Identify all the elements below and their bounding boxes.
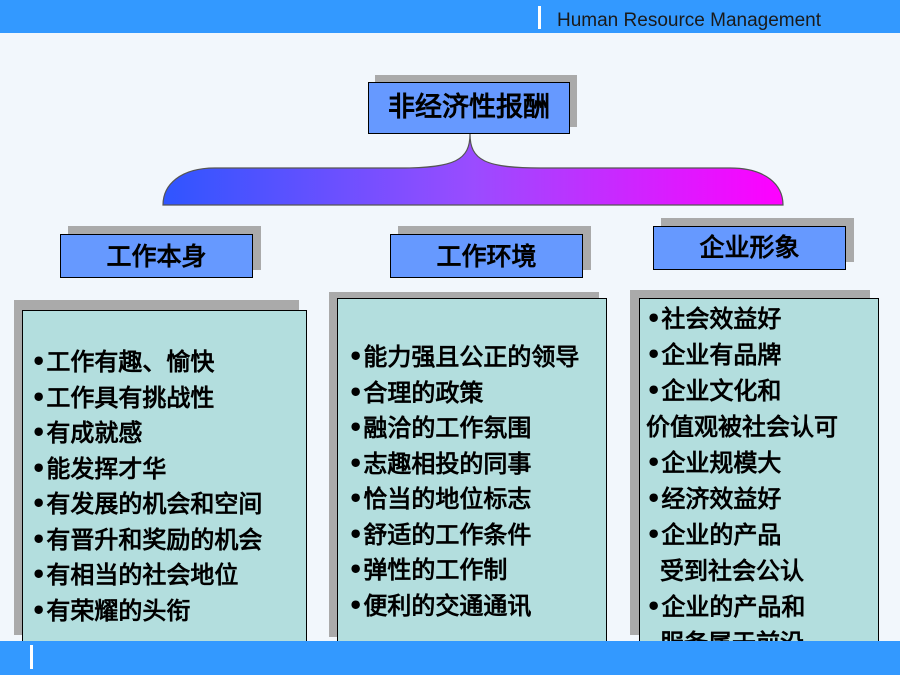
list-item: •舒适的工作条件 <box>348 519 532 549</box>
list-item: 受到社会公认 <box>660 556 804 585</box>
root-node: 非经济性报酬 <box>368 82 570 134</box>
list-item: •工作有趣、愉快 <box>31 347 215 376</box>
panel-work-environment: •能力强且公正的领导 •合理的政策 •融洽的工作氛围 •志趣相投的同事 •恰当的… <box>337 298 607 643</box>
list-item: •有发展的机会和空间 <box>31 489 263 518</box>
list-item: •企业的产品和 <box>646 592 806 621</box>
header-divider <box>538 6 541 29</box>
list-item: •有相当的社会地位 <box>31 560 239 589</box>
list-item: •有成就感 <box>31 418 143 447</box>
panel-corporate-image: •社会效益好 •企业有品牌 •企业文化和 价值观被社会认可 •企业规模大 •经济… <box>639 298 879 657</box>
list-item: •合理的政策 <box>348 377 484 407</box>
list-item: •企业有品牌 <box>646 340 782 369</box>
list-item: •有晋升和奖励的机会 <box>31 524 263 554</box>
list-item: •工作具有挑战性 <box>31 382 215 412</box>
list-item: •能发挥才华 <box>31 453 167 483</box>
list-item: •经济效益好 <box>646 484 782 513</box>
list-item: •企业的产品 <box>646 520 782 549</box>
footer-bar <box>0 641 900 675</box>
list-item: •社会效益好 <box>646 304 782 333</box>
list-item: •有荣耀的头衔 <box>31 595 191 625</box>
list-item: •能力强且公正的领导 <box>348 342 580 371</box>
list-item: •企业文化和 <box>646 376 782 405</box>
category-work-itself: 工作本身 <box>60 234 253 278</box>
category-corporate-image: 企业形象 <box>653 226 846 270</box>
list-item: •融洽的工作氛围 <box>348 413 532 442</box>
list-item: •便利的交通通讯 <box>348 590 532 620</box>
list-item: •企业规模大 <box>646 448 782 477</box>
list-item: •志趣相投的同事 <box>348 448 532 478</box>
category-work-environment: 工作环境 <box>390 234 583 278</box>
item-list: •能力强且公正的领导 •合理的政策 •融洽的工作氛围 •志趣相投的同事 •恰当的… <box>348 339 579 623</box>
header-title: Human Resource Management <box>557 10 822 31</box>
list-item: •恰当的地位标志 <box>348 484 532 513</box>
item-list: •工作有趣、愉快 •工作具有挑战性 •有成就感 •能发挥才华 •有发展的机会和空… <box>31 344 262 628</box>
list-item: •弹性的工作制 <box>348 555 508 584</box>
list-item: 价值观被社会认可 <box>646 412 838 441</box>
header-bar: Human Resource Management <box>0 0 900 33</box>
brace-shape <box>162 133 784 206</box>
panel-work-itself: •工作有趣、愉快 •工作具有挑战性 •有成就感 •能发挥才华 •有发展的机会和空… <box>22 310 307 645</box>
item-list: •社会效益好 •企业有品牌 •企业文化和 价值观被社会认可 •企业规模大 •经济… <box>646 301 838 661</box>
footer-divider <box>30 645 33 669</box>
